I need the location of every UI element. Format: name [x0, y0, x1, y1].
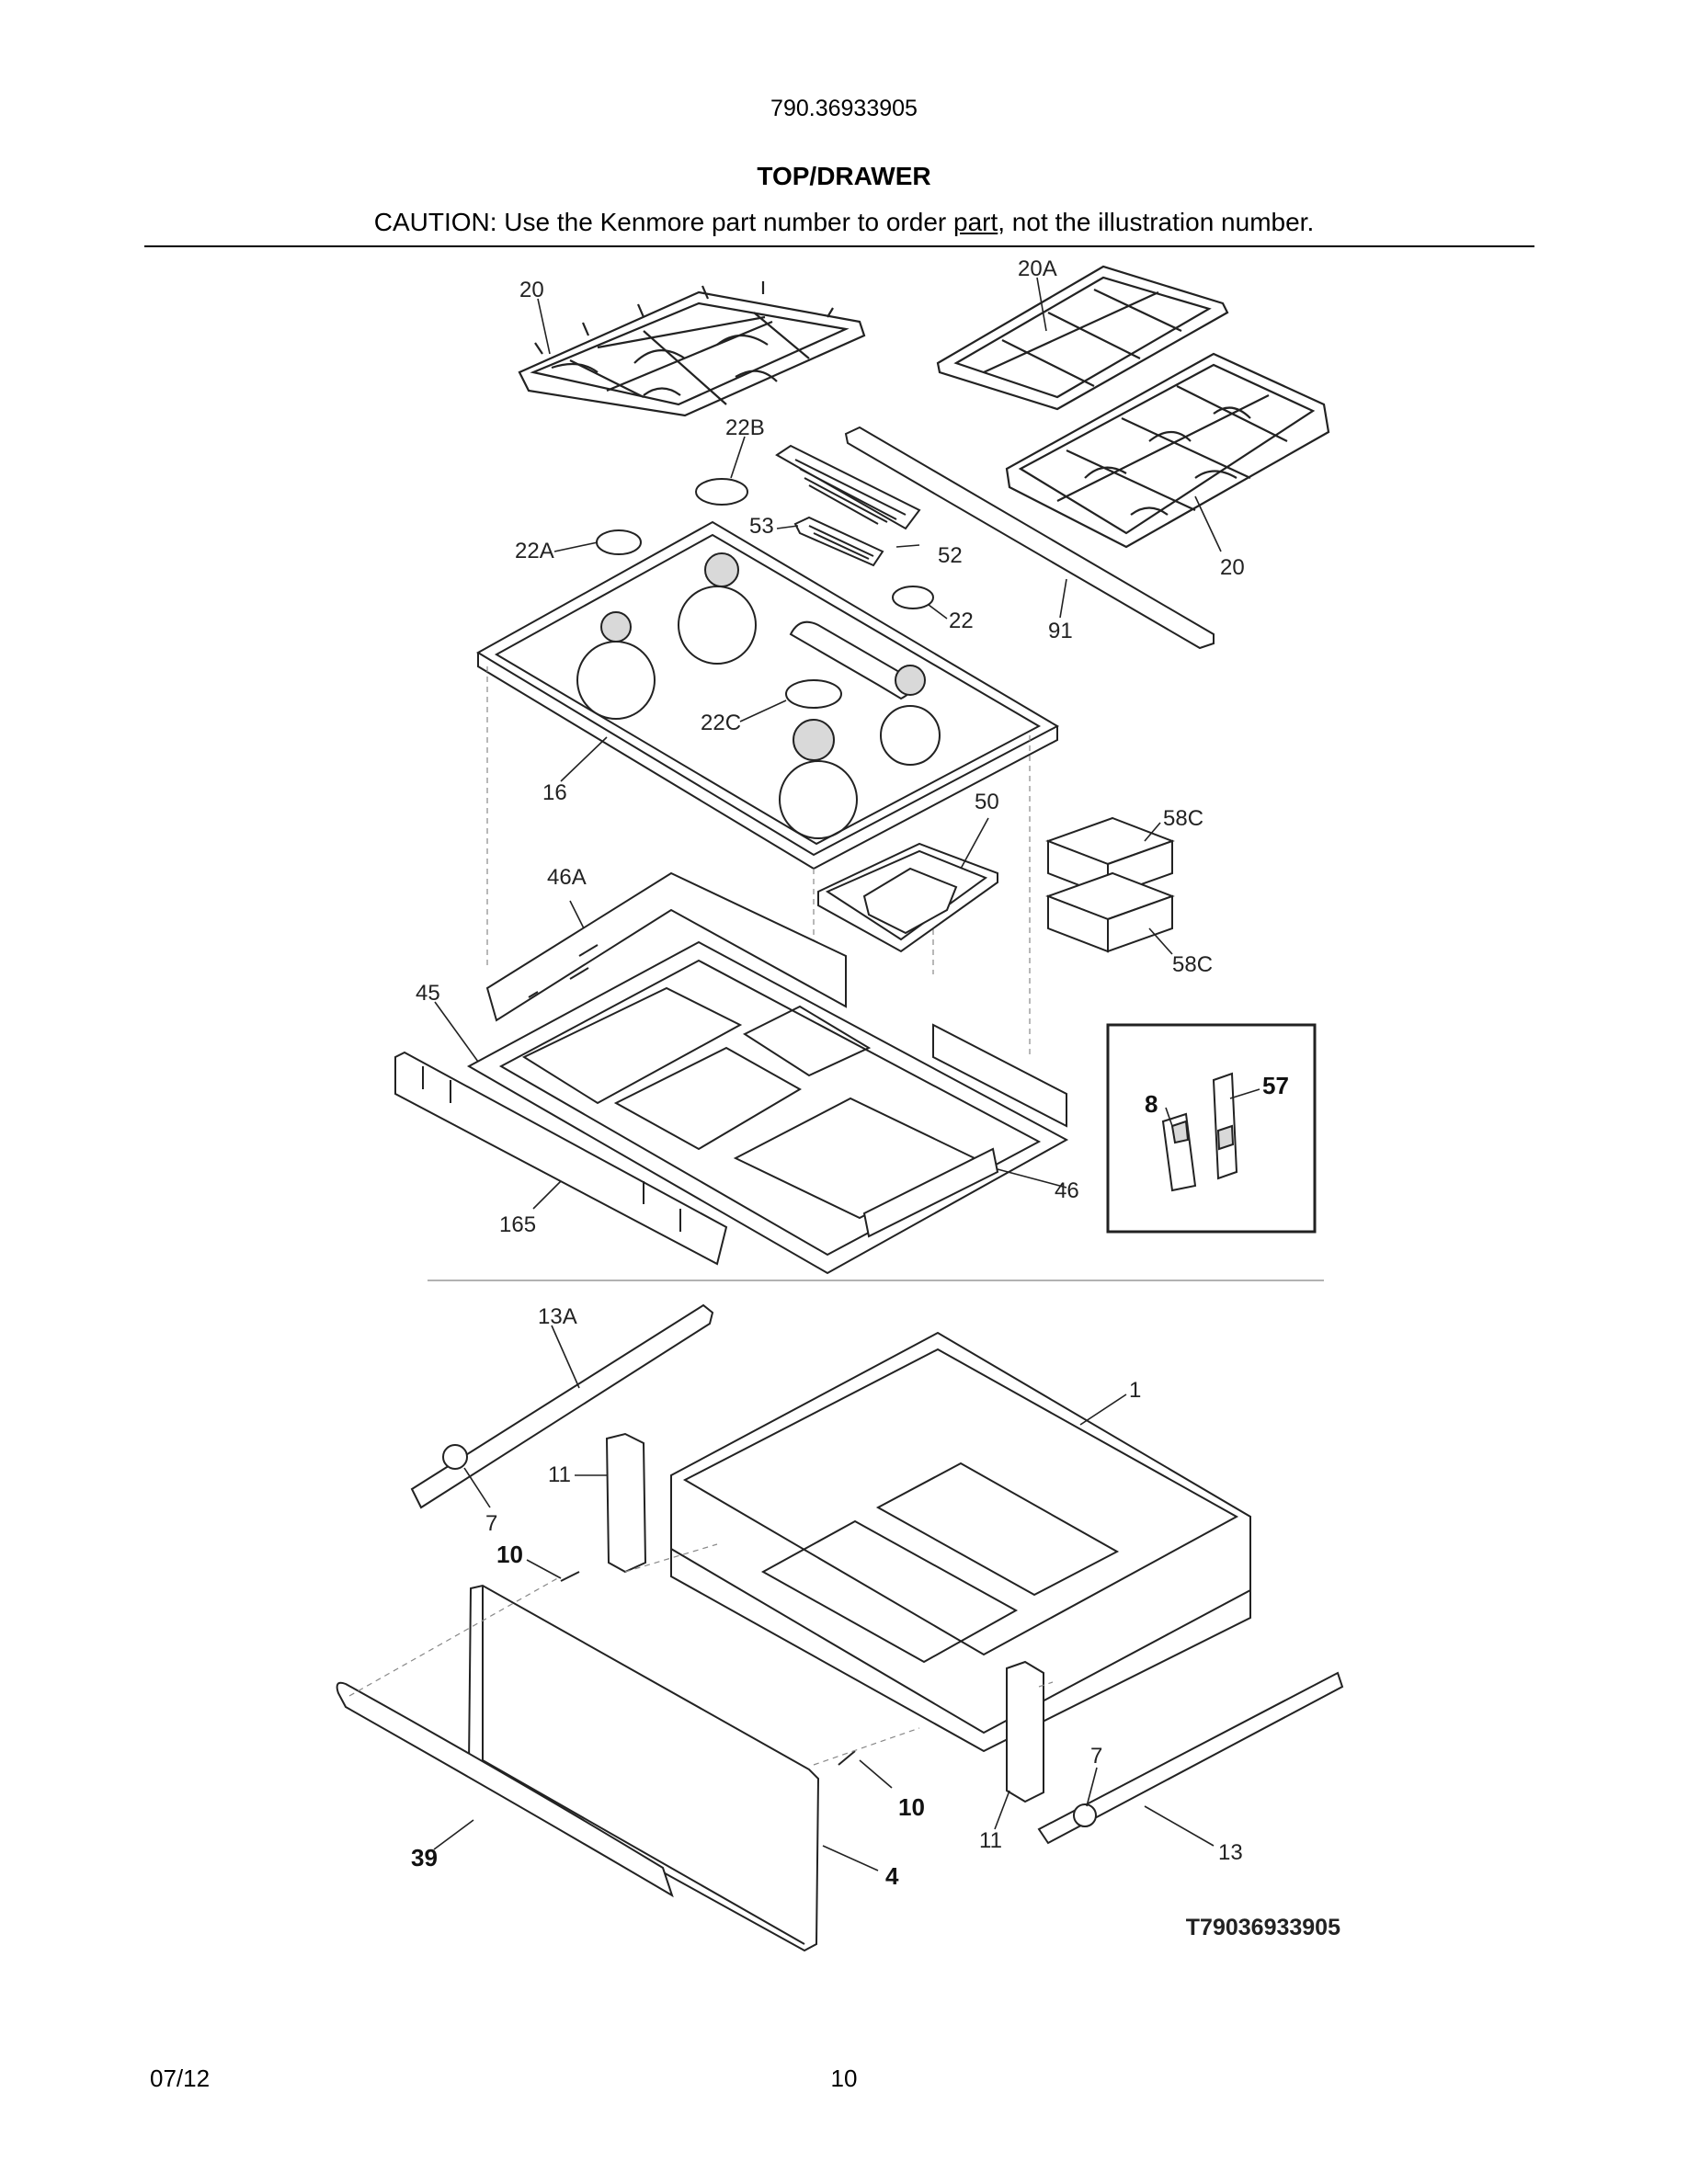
grate-20a — [936, 265, 1229, 411]
drawing-code: T79036933905 — [1186, 1915, 1340, 1940]
caution-underlined-word: part — [953, 208, 998, 236]
callout-45: 45 — [416, 981, 440, 1006]
drawer-slide-13a — [410, 1303, 714, 1509]
burner-cap-22 — [892, 586, 934, 609]
footer-page-number: 10 — [830, 2065, 858, 2092]
callout-91: 91 — [1048, 619, 1073, 643]
callout-46a: 46A — [547, 865, 587, 890]
burner-box-45 — [466, 940, 1069, 1275]
callout-57: 57 — [1262, 1072, 1289, 1099]
callout-1: 1 — [1129, 1378, 1141, 1403]
callout-13a: 13A — [538, 1304, 577, 1329]
callout-22a: 22A — [515, 539, 554, 563]
callout-22: 22 — [949, 609, 974, 633]
vent-insert-53 — [793, 516, 884, 567]
callout-50: 50 — [975, 790, 999, 814]
front-frame-165 — [394, 1051, 728, 1266]
callout-53: 53 — [749, 514, 774, 539]
header-divider — [144, 245, 1534, 247]
model-number: 790.36933905 — [770, 96, 918, 121]
drawer-bracket-11-left — [605, 1432, 647, 1574]
callout-39: 39 — [411, 1844, 438, 1871]
page-title: TOP/DRAWER — [757, 162, 931, 190]
callout-165: 165 — [499, 1212, 536, 1237]
callout-22c: 22C — [701, 711, 741, 735]
drawer-bracket-11-right — [1006, 1660, 1044, 1803]
caution-text-suffix: , not the illustration number. — [998, 208, 1315, 236]
side-bracket-46 — [862, 1147, 999, 1238]
callout-58c-bottom: 58C — [1172, 952, 1213, 977]
burner-cap-22a — [596, 529, 642, 555]
callout-20a: 20A — [1018, 256, 1057, 281]
callout-20-right: 20 — [1220, 555, 1245, 580]
callout-16: 16 — [542, 780, 567, 805]
vent-trim-52 — [775, 444, 921, 530]
rear-trim-91 — [844, 426, 1215, 650]
drawer-body-1 — [670, 1331, 1251, 1753]
part-8-spark-module — [1161, 1112, 1197, 1192]
caution-text-prefix: CAUTION: Use the Kenmore part number to … — [373, 208, 953, 236]
grate-right — [1005, 352, 1330, 549]
drawer-handle-39 — [336, 1681, 674, 1898]
callout-52: 52 — [938, 543, 963, 568]
callout-20-left: 20 — [519, 278, 544, 302]
callout-7-left: 7 — [485, 1511, 497, 1536]
callout-11-right: 11 — [979, 1828, 1002, 1853]
callout-13: 13 — [1218, 1840, 1243, 1865]
burner-bowl-50 — [817, 842, 998, 953]
side-bracket-46a — [485, 871, 847, 1022]
screw-10-right — [838, 1750, 856, 1766]
caution-notice: CAUTION: Use the Kenmore part number to … — [0, 208, 1688, 237]
cooktop-16 — [476, 520, 1060, 870]
callout-22b: 22B — [725, 415, 765, 440]
burner-cap-22b — [695, 478, 748, 506]
screw-10-left — [560, 1571, 580, 1582]
callout-58c-top: 58C — [1163, 806, 1203, 831]
part-57-bracket — [1212, 1072, 1238, 1180]
insulation-58c-bottom — [1045, 871, 1175, 953]
drawer-slide-13 — [1037, 1671, 1344, 1845]
footer-date: 07/12 — [150, 2065, 211, 2092]
grate-left — [518, 281, 866, 417]
callout-7-right: 7 — [1090, 1744, 1102, 1769]
inset-frame — [1106, 1023, 1317, 1234]
callout-10-left: 10 — [496, 1541, 523, 1568]
callout-8: 8 — [1145, 1090, 1158, 1118]
callout-4: 4 — [885, 1862, 899, 1890]
drawer-front-4 — [467, 1584, 820, 1952]
callout-46: 46 — [1055, 1178, 1079, 1203]
callout-11-left: 11 — [548, 1462, 571, 1487]
callout-10-right: 10 — [898, 1793, 925, 1821]
